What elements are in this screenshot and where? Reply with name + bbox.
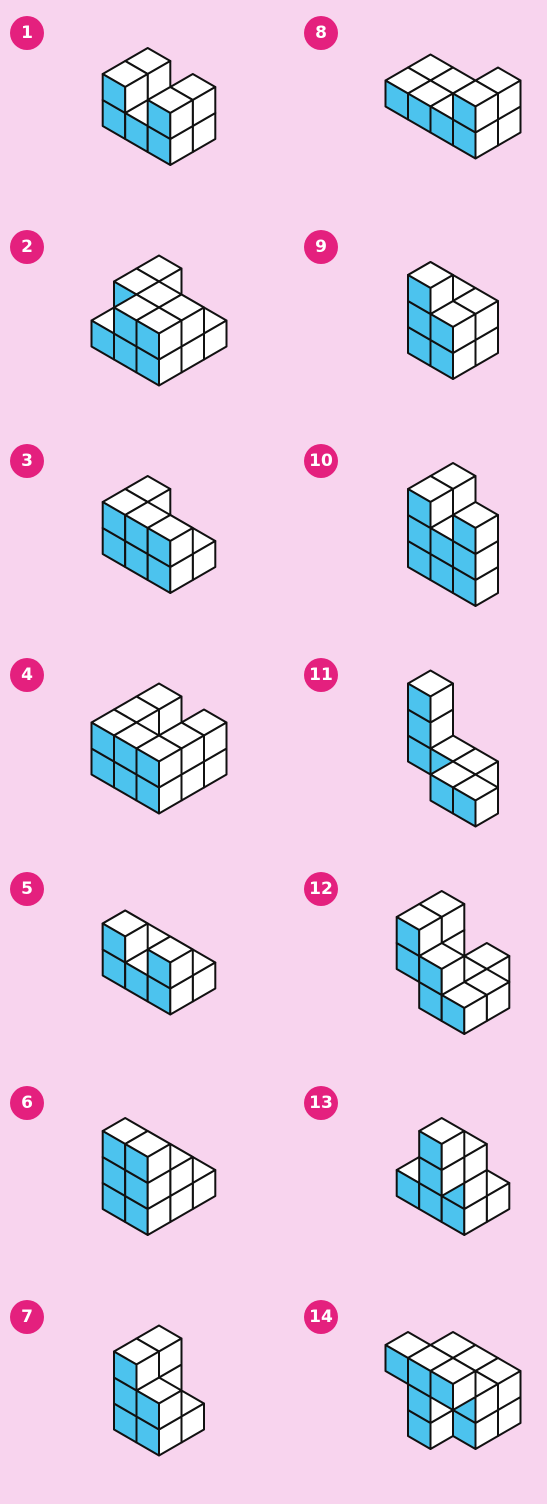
figure-number-badge: 8 (304, 16, 338, 50)
figure-number-badge: 7 (10, 1300, 44, 1334)
puzzle-item: 6 (4, 1080, 274, 1290)
figure-number-badge: 3 (10, 444, 44, 478)
puzzle-item: 11 (298, 652, 547, 862)
cube-figure (348, 14, 547, 204)
cube-figure (54, 1298, 274, 1488)
puzzle-item: 5 (4, 866, 274, 1076)
puzzle-item: 7 (4, 1294, 274, 1504)
puzzle-item: 13 (298, 1080, 547, 1290)
cube-figure (348, 656, 547, 846)
puzzle-item: 3 (4, 438, 274, 648)
figure-number-badge: 13 (304, 1086, 338, 1120)
figure-number-badge: 14 (304, 1300, 338, 1334)
cube-figure (348, 1298, 547, 1488)
cube-figure (348, 870, 547, 1060)
figure-number-badge: 9 (304, 230, 338, 264)
figure-number-badge: 4 (10, 658, 44, 692)
puzzle-item: 9 (298, 224, 547, 434)
cube-figure (348, 1084, 547, 1274)
cube-figure (348, 442, 547, 632)
cube-figure (348, 228, 547, 418)
figure-number-badge: 5 (10, 872, 44, 906)
puzzle-item: 1 (4, 10, 274, 220)
puzzle-item: 12 (298, 866, 547, 1076)
cube-figure (54, 14, 274, 204)
puzzle-item: 10 (298, 438, 547, 648)
figure-number-badge: 6 (10, 1086, 44, 1120)
cube-figure (54, 656, 274, 846)
figure-number-badge: 2 (10, 230, 44, 264)
figure-number-badge: 10 (304, 444, 338, 478)
puzzle-item: 2 (4, 224, 274, 434)
puzzle-item: 14 (298, 1294, 547, 1504)
cube-figure (54, 1084, 274, 1274)
puzzle-item: 4 (4, 652, 274, 862)
figure-number-badge: 1 (10, 16, 44, 50)
figure-number-badge: 11 (304, 658, 338, 692)
figure-number-badge: 12 (304, 872, 338, 906)
cube-figure (54, 442, 274, 632)
puzzle-item: 8 (298, 10, 547, 220)
cube-figure (54, 870, 274, 1060)
cube-figure (54, 228, 274, 418)
